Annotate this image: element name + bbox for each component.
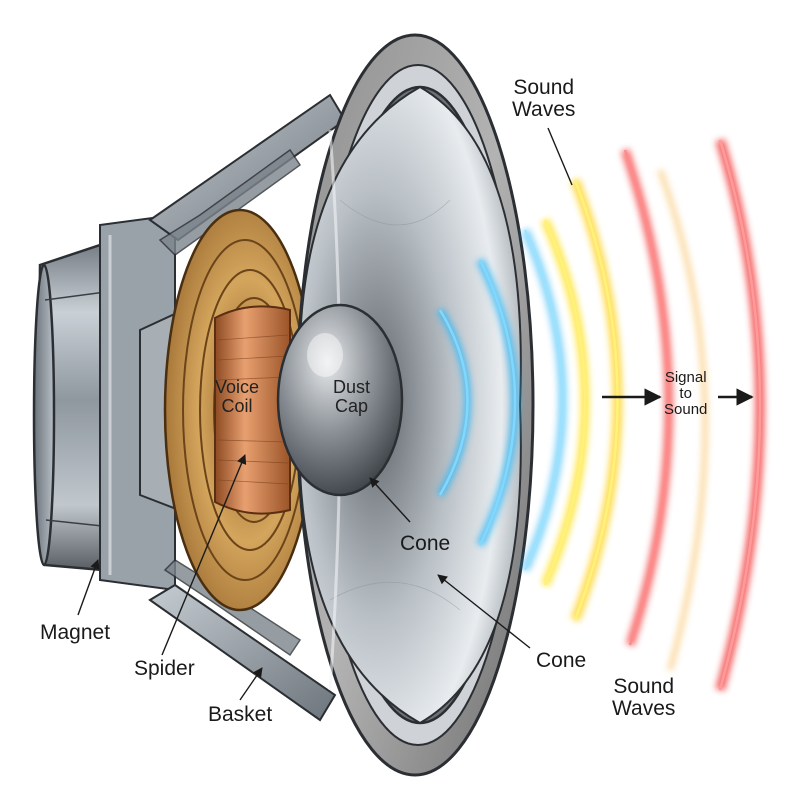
label-dust-cap: Dust Cap [333, 378, 370, 416]
label-signal-line1: Signal [664, 369, 707, 386]
label-voice-coil-line1: Voice [215, 377, 260, 397]
leader-basket [239, 667, 263, 701]
label-sound-waves-bottom-line1: Sound [613, 675, 675, 698]
label-cone-lower: Cone [536, 649, 587, 672]
label-cone-upper: Cone [400, 532, 451, 555]
label-voice-coil: Voice Coil [215, 378, 259, 416]
label-signal-to-sound: Signal to Sound [664, 370, 707, 417]
sound-waves-blue [436, 228, 567, 572]
sound-waves-red [620, 138, 765, 692]
leader-lines [77, 127, 573, 701]
dust-cap [276, 303, 404, 497]
label-spider: Spider [134, 657, 195, 680]
label-signal-line2: to [679, 384, 692, 402]
leader-cone-lower [437, 574, 531, 649]
label-voice-coil-line2: Coil [221, 395, 253, 416]
leader-magnet [77, 559, 100, 616]
cone [295, 33, 535, 777]
sound-waves-yellow [540, 178, 623, 622]
label-sound-waves-top: Sound Waves [512, 76, 576, 122]
label-dust-cap-line2: Cap [334, 395, 369, 416]
leader-spider [161, 454, 247, 656]
label-signal-line3: Sound [664, 400, 708, 418]
label-magnet: Magnet [40, 621, 111, 644]
leader-sound-waves-top [547, 127, 573, 186]
label-sound-waves-bottom: Sound Waves [612, 675, 676, 721]
label-sound-waves-top-line2: Waves [512, 98, 576, 122]
label-sound-waves-top-line1: Sound [513, 76, 575, 99]
label-basket: Basket [208, 703, 273, 726]
leader-cone-upper [369, 477, 411, 523]
label-sound-waves-bottom-line2: Waves [612, 697, 676, 721]
voice-coil [214, 305, 291, 515]
label-dust-cap-line1: Dust [333, 377, 371, 397]
